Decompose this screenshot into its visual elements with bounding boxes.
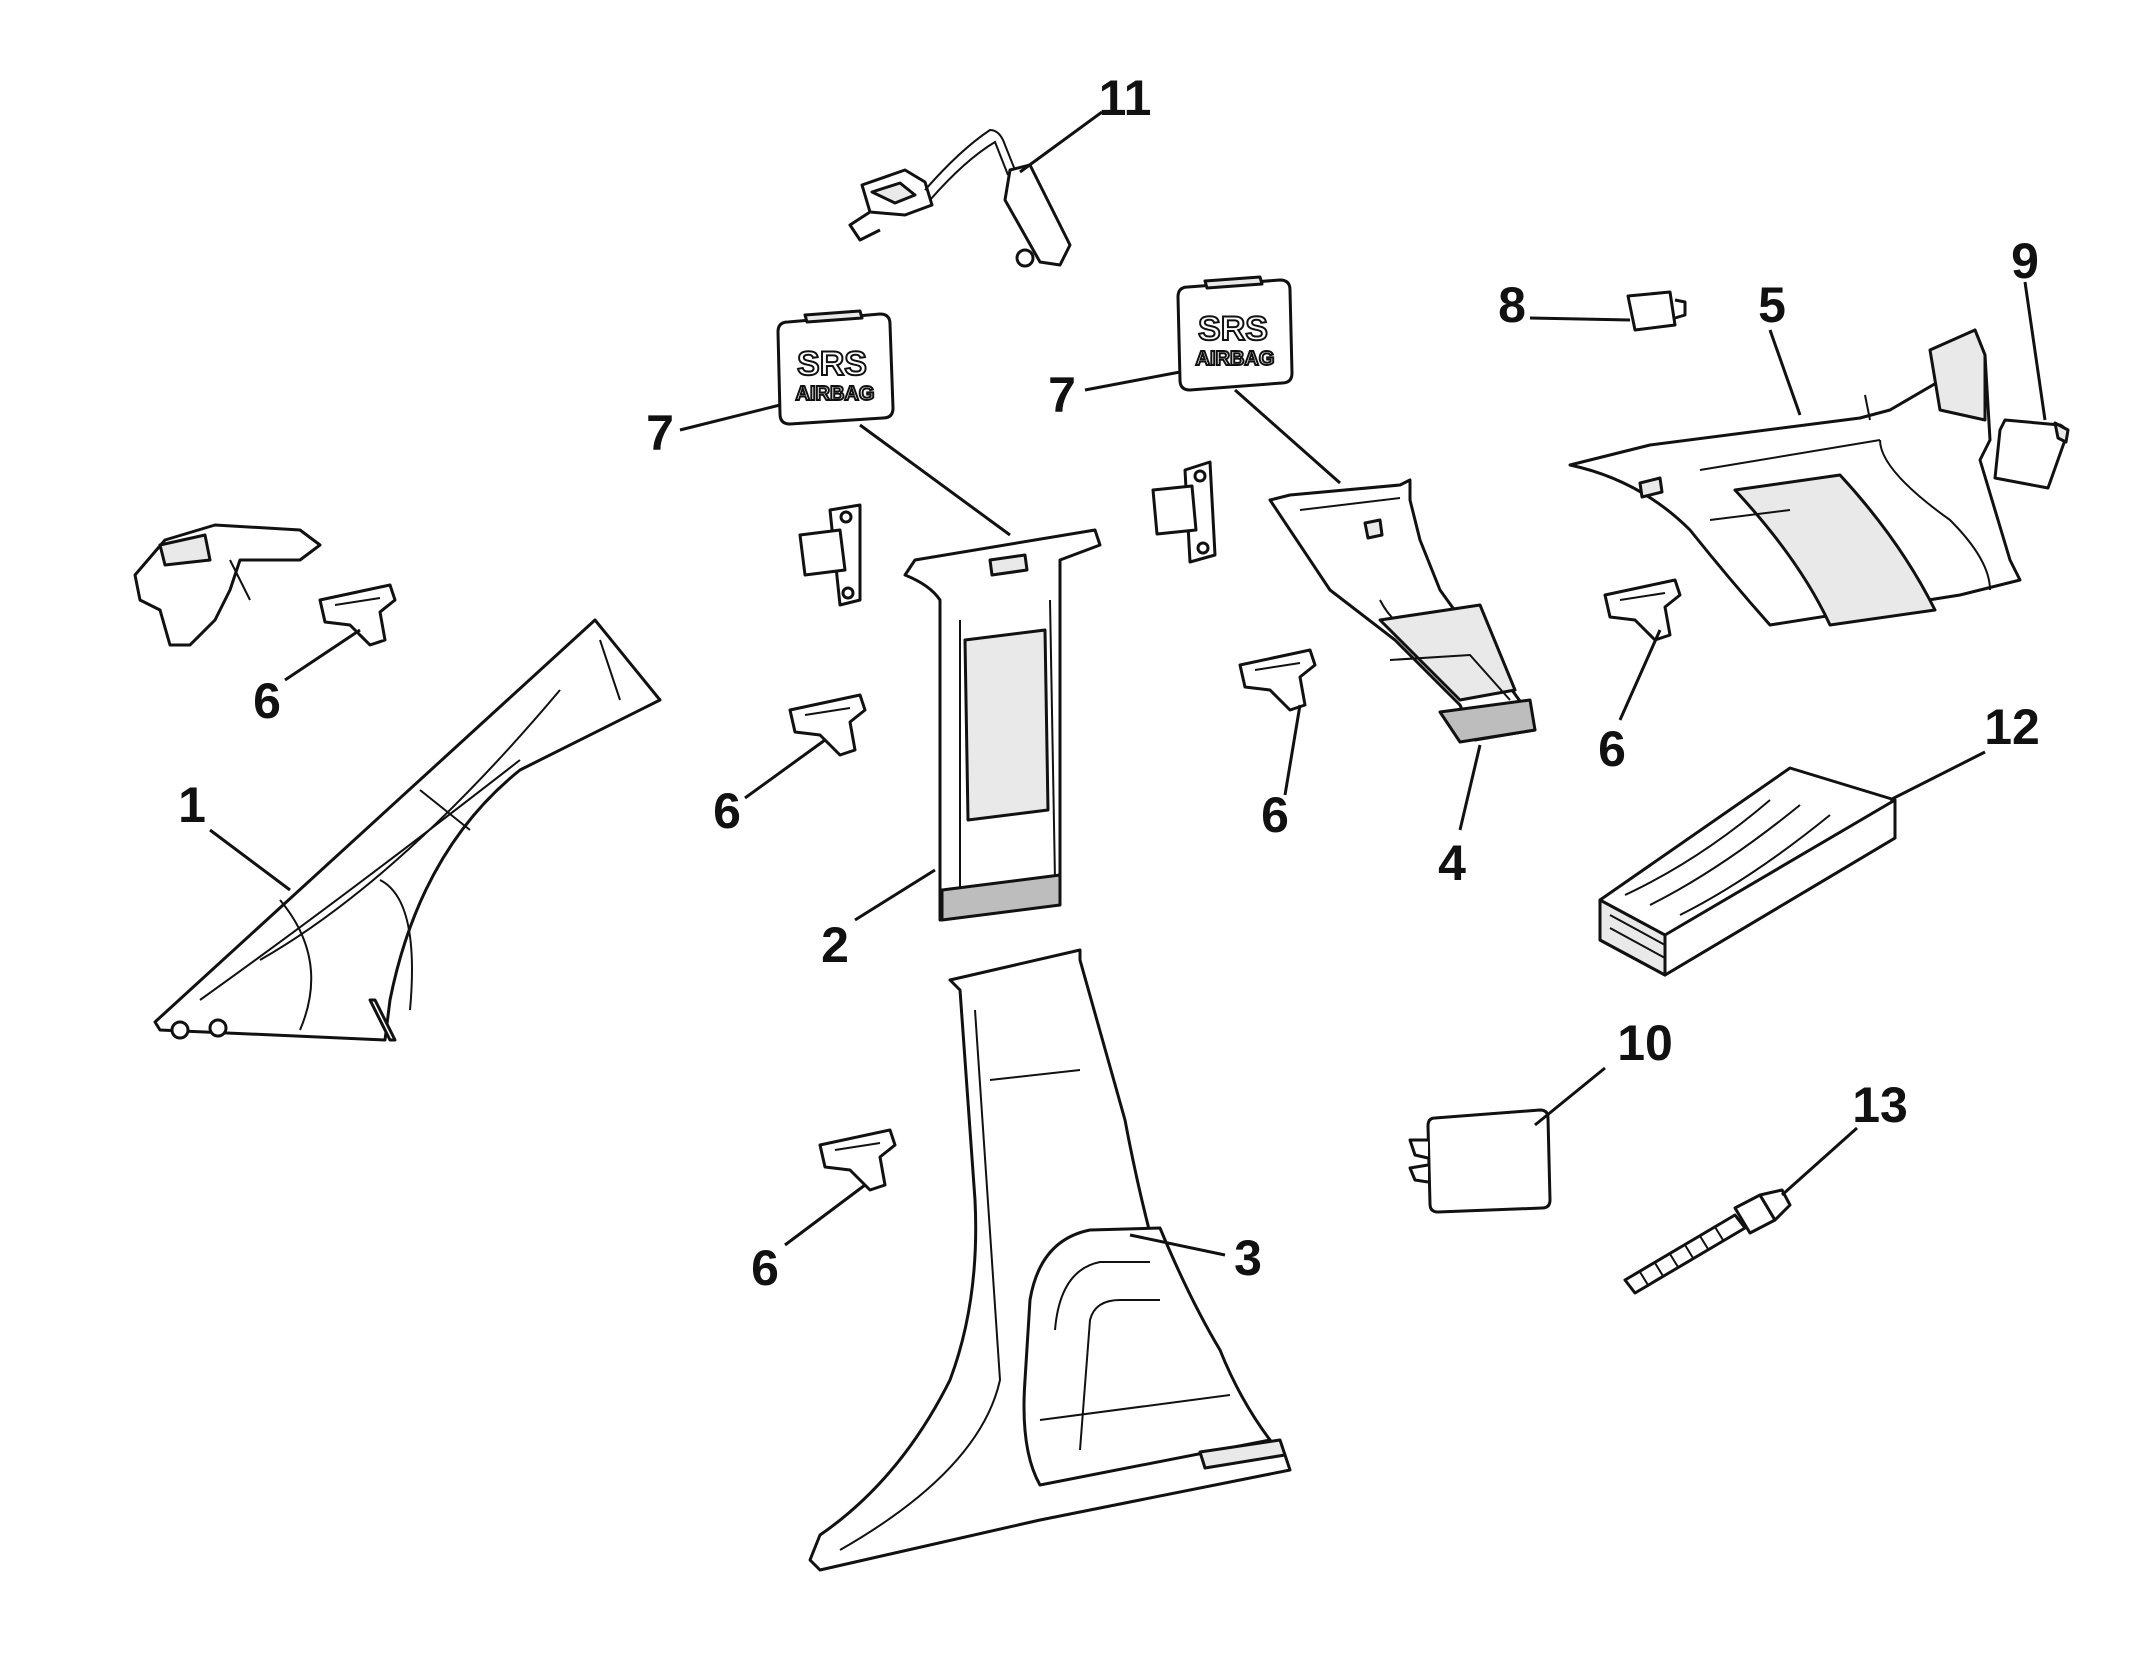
callout-4: 4 bbox=[1438, 835, 1466, 891]
leader-6b bbox=[744, 738, 826, 800]
part-6-clip-d bbox=[1603, 578, 1682, 642]
part-9-cap bbox=[1993, 418, 2070, 490]
part-7-srs-badge-left: SRS AIRBAG bbox=[776, 309, 895, 426]
callout-labels: 1 2 3 4 5 6 6 6 6 6 7 7 8 9 10 11 12 13 bbox=[178, 70, 2040, 1296]
leader-lines bbox=[209, 110, 2047, 1257]
part-12-foam-block bbox=[1598, 766, 1897, 977]
leader-6a bbox=[284, 628, 361, 682]
leader-7a bbox=[679, 403, 781, 432]
leader-6e bbox=[784, 1183, 866, 1247]
part-6-clip-c bbox=[1238, 648, 1317, 712]
leader-13 bbox=[1781, 1126, 1858, 1197]
callout-5: 5 bbox=[1758, 277, 1786, 333]
callout-10: 10 bbox=[1617, 1015, 1673, 1071]
retainer-left-of-part-2 bbox=[798, 503, 862, 607]
srs-label-right: SRS bbox=[1198, 310, 1268, 348]
callout-2: 2 bbox=[821, 917, 849, 973]
callout-9: 9 bbox=[2011, 233, 2039, 289]
leader-12 bbox=[1889, 750, 1986, 802]
leader-6c bbox=[1283, 704, 1302, 796]
part-10-cover bbox=[1408, 1108, 1552, 1214]
callout-8: 8 bbox=[1498, 277, 1526, 333]
part-6-clip-e bbox=[818, 1128, 897, 1192]
callout-6c: 6 bbox=[1261, 787, 1289, 843]
retainer-upper-left bbox=[133, 523, 322, 647]
srs-label-left: SRS bbox=[797, 345, 867, 383]
part-11-wiring-harness bbox=[848, 128, 1072, 268]
callout-7b: 7 bbox=[1048, 367, 1076, 423]
callout-6b: 6 bbox=[713, 783, 741, 839]
part-6-clip-b bbox=[788, 693, 867, 757]
leader-1 bbox=[209, 828, 291, 892]
callout-12: 12 bbox=[1984, 699, 2040, 755]
callout-3: 3 bbox=[1234, 1230, 1262, 1286]
part-7-srs-badge-right: SRS AIRBAG bbox=[1176, 275, 1294, 392]
leader-5 bbox=[1768, 329, 1802, 416]
callout-6e: 6 bbox=[751, 1240, 779, 1296]
part-2-b-pillar-upper-trim bbox=[903, 528, 1102, 922]
leader-7a-to-part2 bbox=[859, 423, 1011, 537]
callout-11: 11 bbox=[1099, 70, 1152, 126]
leader-7b-to-part4 bbox=[1234, 388, 1341, 485]
leader-4 bbox=[1458, 744, 1482, 831]
leader-2 bbox=[854, 868, 936, 922]
leader-7b bbox=[1084, 370, 1181, 392]
airbag-label-right: AIRBAG bbox=[1196, 348, 1275, 370]
leader-9 bbox=[2023, 281, 2047, 421]
part-8-small-cover bbox=[1626, 290, 1687, 332]
part-6-clip-a bbox=[318, 583, 397, 647]
callout-1: 1 bbox=[178, 777, 206, 833]
callout-7a: 7 bbox=[646, 405, 674, 461]
callout-13: 13 bbox=[1852, 1077, 1908, 1133]
leader-6d bbox=[1618, 629, 1662, 721]
leader-8 bbox=[1529, 316, 1631, 322]
callout-6a: 6 bbox=[253, 673, 281, 729]
callout-6d: 6 bbox=[1598, 721, 1626, 777]
leader-11 bbox=[1019, 110, 1103, 174]
part-4-c-pillar-upper-trim bbox=[1268, 478, 1537, 744]
airbag-label-left: AIRBAG bbox=[796, 383, 875, 405]
part-1-a-pillar-trim bbox=[153, 618, 662, 1042]
part-3-b-pillar-lower-trim bbox=[808, 948, 1292, 1572]
leader-10 bbox=[1534, 1066, 1606, 1127]
leader-3 bbox=[1129, 1233, 1226, 1257]
part-13-bolt bbox=[1623, 1188, 1792, 1295]
part-5-rear-quarter-trim bbox=[1568, 328, 2022, 627]
retainer-left-of-part-4 bbox=[1151, 460, 1217, 564]
